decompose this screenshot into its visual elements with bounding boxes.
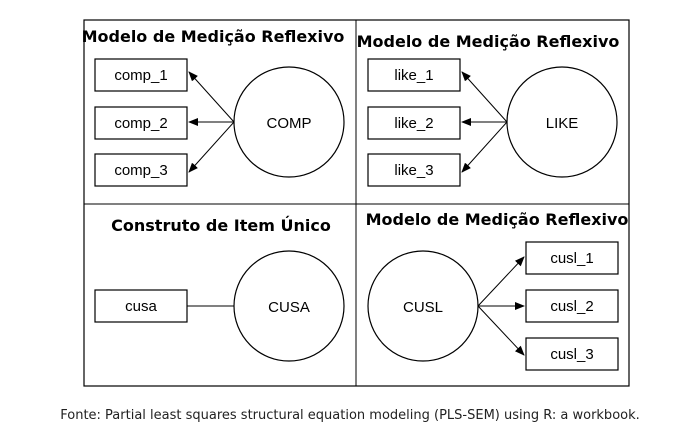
arrow-like-to-like-3	[461, 121, 508, 173]
indicator-cusl-1: cusl_1	[550, 250, 593, 267]
panel-cusl-title: Modelo de Medição Reflexivo	[366, 210, 629, 229]
indicator-box-like-2	[367, 106, 461, 140]
indicator-box-cusl-1	[525, 241, 619, 275]
indicator-box-comp-3	[94, 153, 188, 187]
panel-cusa-title: Construto de Item Único	[111, 216, 331, 235]
arrow-cusl-to-cusl-1	[477, 256, 525, 307]
construct-cusl: CUSL	[403, 299, 443, 316]
arrow-cusl-to-cusl-3	[477, 305, 525, 356]
indicator-box-like-3	[367, 153, 461, 187]
indicator-like-3: like_3	[394, 162, 433, 179]
indicator-comp-2: comp_2	[114, 115, 167, 132]
indicator-cusl-3: cusl_3	[550, 346, 593, 363]
indicator-like-2: like_2	[394, 115, 433, 132]
arrow-comp-to-comp-3	[188, 121, 235, 173]
construct-cusa: CUSA	[268, 299, 310, 316]
panel-cusl: Modelo de Medição Reflexivo CUSL cusl_1 …	[366, 210, 629, 371]
indicator-comp-1: comp_1	[114, 67, 167, 84]
construct-like: LIKE	[546, 115, 579, 132]
arrow-comp-to-comp-1	[188, 71, 235, 123]
panel-like: Modelo de Medição Reflexivo like_1 like_…	[357, 32, 620, 187]
panel-cusa: Construto de Item Único cusa CUSA	[94, 216, 345, 362]
indicator-box-cusl-2	[525, 289, 619, 323]
indicator-box-cusl-3	[525, 337, 619, 371]
figure-caption: Fonte: Partial least squares structural …	[60, 408, 640, 423]
indicator-comp-3: comp_3	[114, 162, 167, 179]
panel-comp: Modelo de Medição Reflexivo comp_1 comp_…	[82, 27, 345, 187]
construct-comp: COMP	[267, 115, 312, 132]
panel-comp-title: Modelo de Medição Reflexivo	[82, 27, 345, 46]
indicator-like-1: like_1	[394, 67, 433, 84]
measurement-model-diagram: Modelo de Medição Reflexivo comp_1 comp_…	[82, 19, 630, 387]
indicator-box-comp-1	[94, 58, 188, 92]
panel-like-title: Modelo de Medição Reflexivo	[357, 32, 620, 51]
indicator-cusa: cusa	[125, 298, 157, 315]
indicator-cusl-2: cusl_2	[550, 298, 593, 315]
indicator-box-like-1	[367, 58, 461, 92]
indicator-box-comp-2	[94, 106, 188, 140]
arrow-like-to-like-1	[461, 71, 508, 123]
